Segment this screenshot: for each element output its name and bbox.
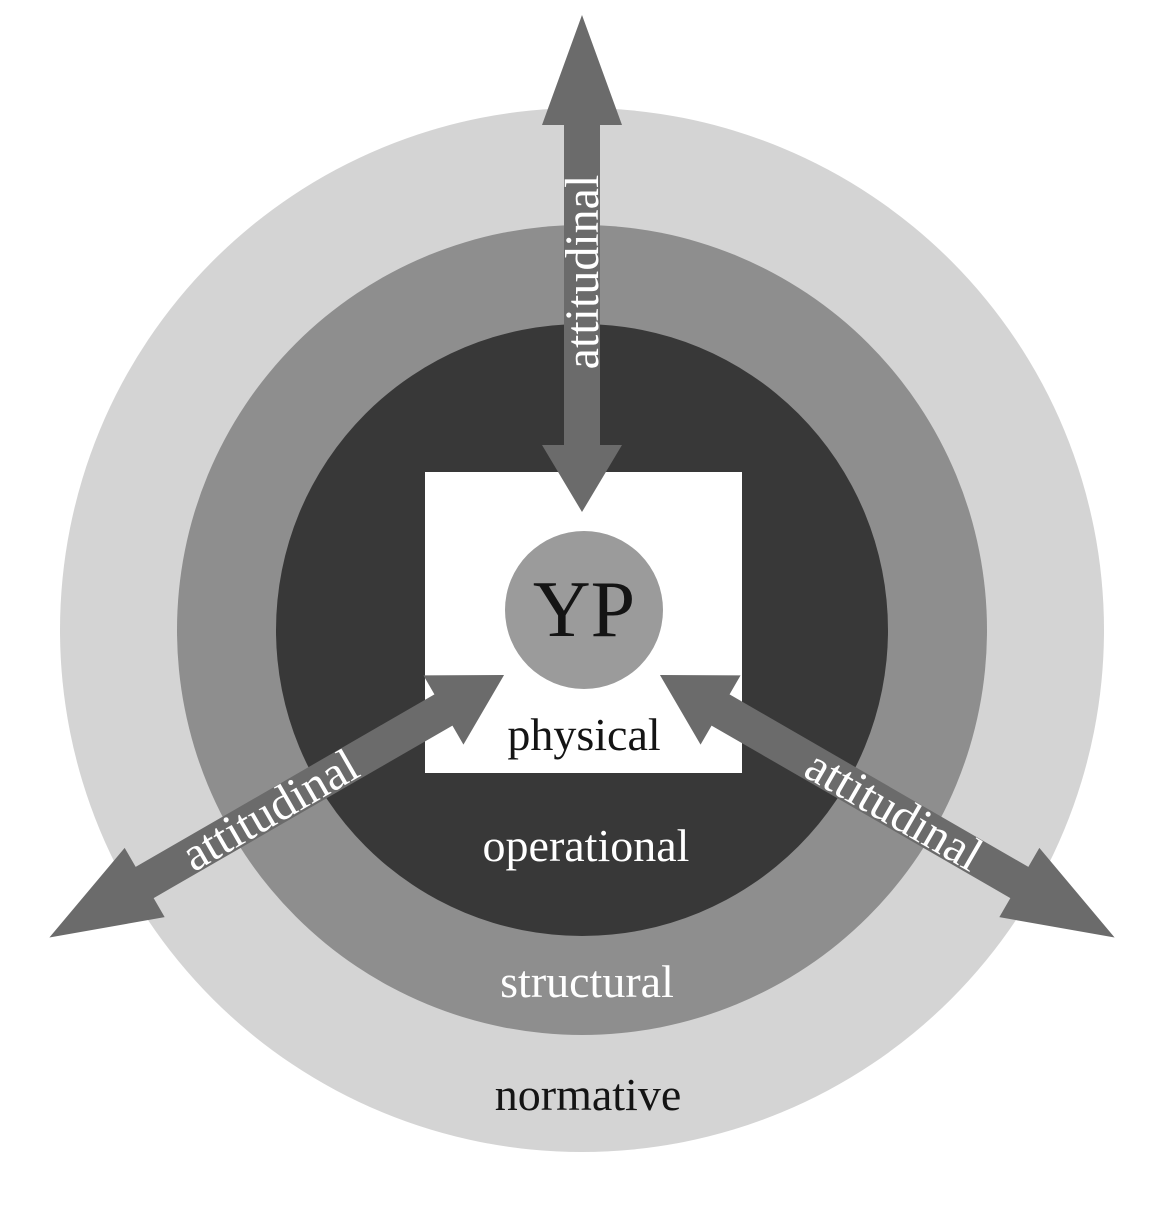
operational-label: operational	[483, 820, 690, 871]
yp-label: YP	[533, 566, 635, 654]
arrow-up	[542, 15, 622, 512]
yp-circle	[505, 531, 663, 689]
arrow-lower-left	[49, 675, 505, 938]
normative-label: normative	[495, 1069, 682, 1120]
structural-label: structural	[500, 956, 674, 1007]
physical-label: physical	[507, 709, 660, 760]
arrow-lower-right	[659, 675, 1115, 938]
arrow-up-label: attitudinal	[556, 175, 609, 370]
